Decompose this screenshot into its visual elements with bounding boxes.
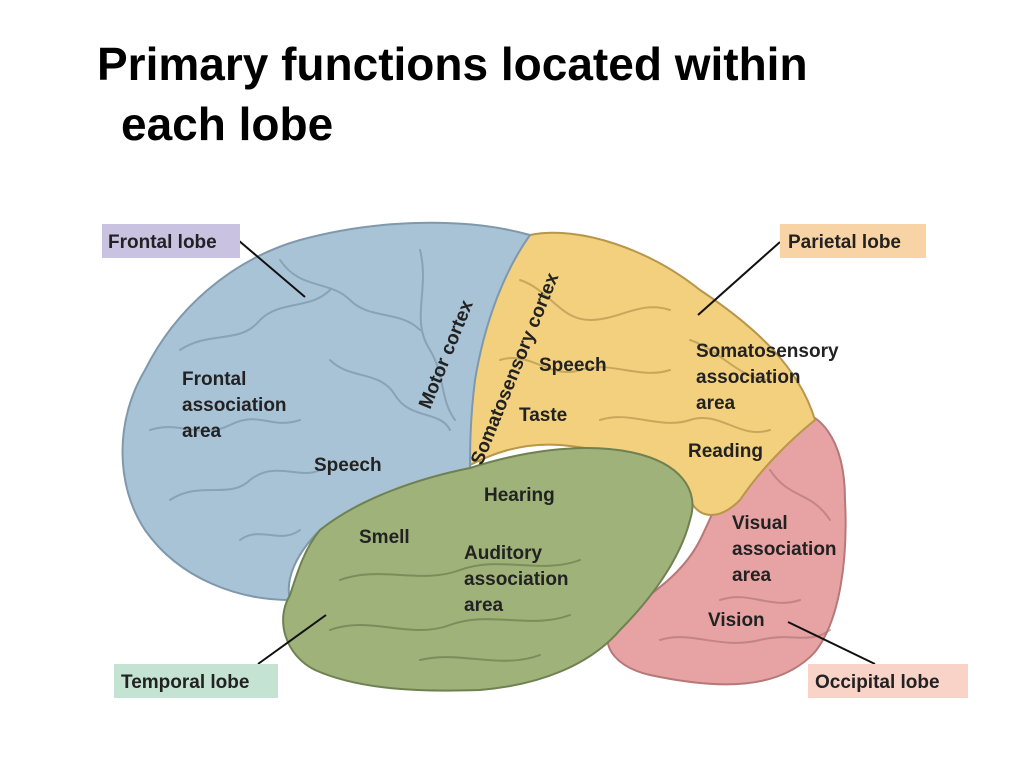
occipital-lobe-tag-bg	[808, 664, 968, 698]
leader-lines	[237, 239, 876, 665]
smell-label: Smell	[359, 527, 410, 548]
temporal-lobe-tag: Temporal lobe	[121, 672, 249, 693]
parietal-leader-line	[697, 241, 781, 316]
reading-label: Reading	[688, 441, 763, 462]
auditory-association-label: Auditory association area	[464, 543, 574, 616]
taste-label: Taste	[519, 405, 567, 426]
slide-title: Primary functions located within each lo…	[97, 34, 957, 154]
occipital-lobe-tag: Occipital lobe	[815, 672, 940, 693]
temporal-lobe-region	[282, 447, 694, 692]
parietal-lobe-tag-bg	[780, 224, 926, 258]
frontal-leader-line	[237, 239, 306, 298]
speech-parietal-label: Speech	[539, 355, 607, 376]
occipital-lobe-region	[606, 408, 847, 686]
frontal-association-label: Frontal association area	[182, 369, 292, 442]
frontal-lobe-tag: Frontal lobe	[108, 232, 217, 253]
title-line-1: Primary functions located within	[97, 38, 808, 90]
hearing-label: Hearing	[484, 485, 555, 506]
title-line-2: each lobe	[121, 98, 334, 150]
visual-association-label: Visual association area	[732, 513, 842, 586]
parietal-lobe-tag: Parietal lobe	[788, 232, 901, 253]
somatosensory-association-label: Somatosensory association area	[696, 341, 844, 414]
occipital-leader-line	[787, 621, 876, 665]
gyri-texture	[149, 249, 831, 662]
vision-label: Vision	[708, 610, 765, 631]
temporal-lobe-tag-bg	[114, 664, 278, 698]
frontal-lobe-tag-bg	[102, 224, 240, 258]
temporal-leader-line	[257, 614, 327, 665]
speech-frontal-label: Speech	[314, 455, 382, 476]
